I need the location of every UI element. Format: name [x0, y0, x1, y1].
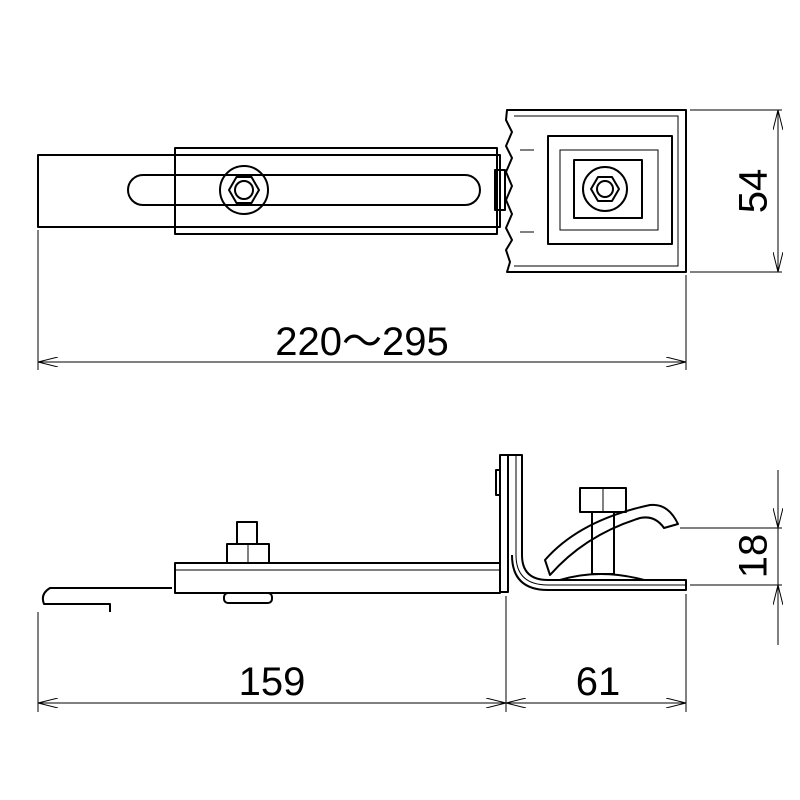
adjust-slot: [127, 174, 481, 206]
clamp-bolt-side: [559, 487, 645, 581]
clamp-outline: [505, 109, 687, 273]
side-stud: [223, 521, 273, 604]
rail-outline: [37, 154, 501, 228]
top-view: 54 220～295: [37, 109, 782, 370]
base-dimension-label: 159: [239, 660, 306, 704]
top-bolt: [219, 165, 269, 215]
overall-dimension-label: 220～295: [275, 320, 448, 364]
clamp-plate: [547, 135, 673, 245]
hook-dimension-label: 61: [576, 660, 621, 704]
bracket-vertical: [499, 454, 509, 593]
sleeve-outline: [174, 147, 498, 235]
sleeve-end: [494, 169, 506, 211]
clamp-inner-edge: [514, 115, 679, 267]
clamp-jaw: [544, 503, 679, 576]
width-dimension-label: 54: [732, 169, 776, 214]
clamp-bolt-top: [582, 166, 628, 212]
hook-end: [41, 587, 172, 612]
bracket-bend: [508, 454, 687, 591]
height-dimension-label: 18: [732, 534, 776, 579]
base-plate: [174, 562, 501, 594]
side-view: 18 159 61: [37, 454, 782, 712]
